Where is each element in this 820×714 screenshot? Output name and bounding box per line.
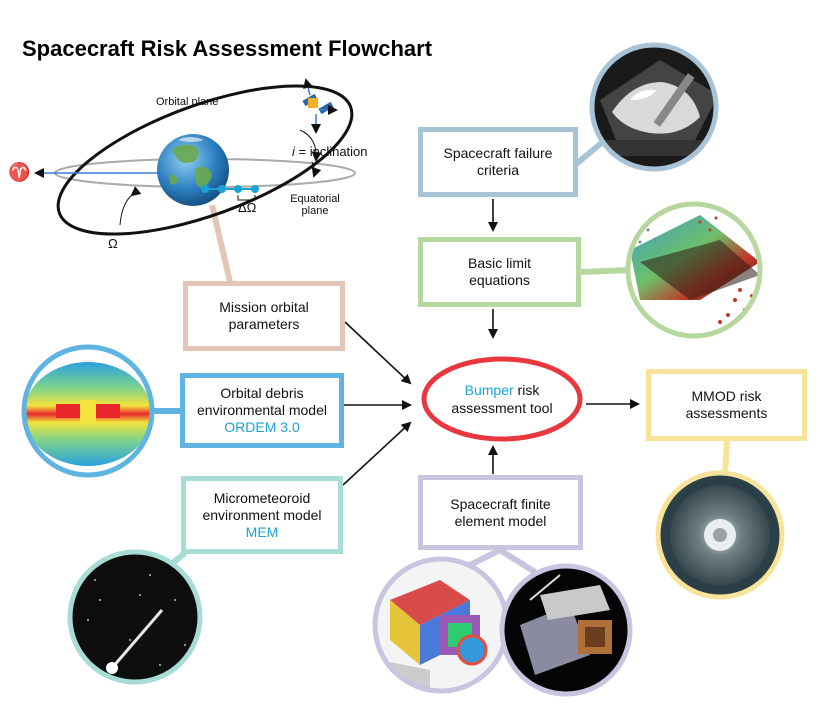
connector-fem-image-1 bbox=[470, 550, 500, 565]
bumper-line2: assessment tool bbox=[451, 399, 552, 417]
mmod-line2: assessments bbox=[686, 405, 768, 422]
inclination-text: = inclination bbox=[295, 144, 368, 159]
delta-omega-label: ΔΩ bbox=[238, 200, 256, 215]
failure-line1: Spacecraft failure bbox=[444, 145, 553, 162]
micrometeoroid-model-box: Micrometeoroid environment model MEM bbox=[181, 476, 343, 554]
limit-simulation-photo bbox=[626, 202, 762, 338]
equatorial-line2: plane bbox=[290, 205, 340, 217]
page-title: Spacecraft Risk Assessment Flowchart bbox=[22, 36, 432, 62]
finite-element-model-box: Spacecraft finite element model bbox=[418, 475, 583, 550]
failure-test-photo bbox=[590, 44, 720, 174]
fem-line2: element model bbox=[455, 513, 547, 530]
arrow-micro-to-bumper bbox=[343, 423, 410, 485]
fem-model-image-1 bbox=[373, 557, 509, 695]
micro-line2: environment model bbox=[202, 507, 321, 524]
mission-orbital-parameters-box: Mission orbital parameters bbox=[183, 281, 345, 351]
limit-line1: Basic limit bbox=[468, 255, 531, 272]
earth-globe bbox=[157, 134, 229, 206]
connector-limit-image bbox=[581, 270, 630, 272]
debris-line1: Orbital debris bbox=[220, 385, 303, 402]
equatorial-line1: Equatorial bbox=[290, 193, 340, 205]
mem-label: MEM bbox=[246, 524, 279, 541]
aries-symbol: ♈ bbox=[8, 162, 30, 183]
orbit-line2: parameters bbox=[229, 316, 300, 333]
meteor-photo bbox=[68, 550, 203, 685]
risk-word: risk bbox=[514, 382, 540, 398]
svg-text:· · · ·: · · · · bbox=[83, 358, 94, 364]
mmod-line1: MMOD risk bbox=[692, 388, 762, 405]
failure-criteria-box: Spacecraft failure criteria bbox=[418, 127, 578, 197]
omega-label: Ω bbox=[108, 236, 118, 251]
bumper-word: Bumper bbox=[465, 382, 514, 398]
connector-failure-image bbox=[575, 140, 605, 165]
debris-heatmap-image: · · · · bbox=[22, 345, 156, 479]
orbital-diagram bbox=[36, 55, 369, 264]
fem-line1: Spacecraft finite bbox=[450, 496, 550, 513]
micro-line1: Micrometeoroid bbox=[214, 490, 310, 507]
orbital-debris-model-box: Orbital debris environmental model ORDEM… bbox=[180, 373, 344, 448]
fem-model-image-2 bbox=[500, 564, 632, 696]
mmod-crater-photo bbox=[656, 472, 784, 600]
connector-orbit-image bbox=[212, 205, 230, 282]
mmod-risk-box: MMOD risk assessments bbox=[646, 369, 807, 441]
limit-line2: equations bbox=[469, 272, 530, 289]
inclination-label: i = inclination bbox=[292, 144, 368, 159]
limit-equations-box: Basic limit equations bbox=[418, 237, 581, 307]
bumper-tool-label: Bumper risk assessment tool bbox=[426, 357, 578, 441]
failure-line2: criteria bbox=[477, 162, 519, 179]
bumper-line1: Bumper risk bbox=[465, 381, 540, 399]
connector-fem-image-2 bbox=[500, 550, 535, 572]
connector-mmod-image bbox=[725, 441, 727, 474]
orbit-line1: Mission orbital bbox=[219, 299, 308, 316]
debris-line2: environmental model bbox=[197, 402, 327, 419]
ordem-label: ORDEM 3.0 bbox=[224, 419, 299, 436]
arrow-orbit-to-bumper bbox=[345, 322, 410, 383]
orbital-plane-label: Orbital plane bbox=[156, 96, 218, 108]
